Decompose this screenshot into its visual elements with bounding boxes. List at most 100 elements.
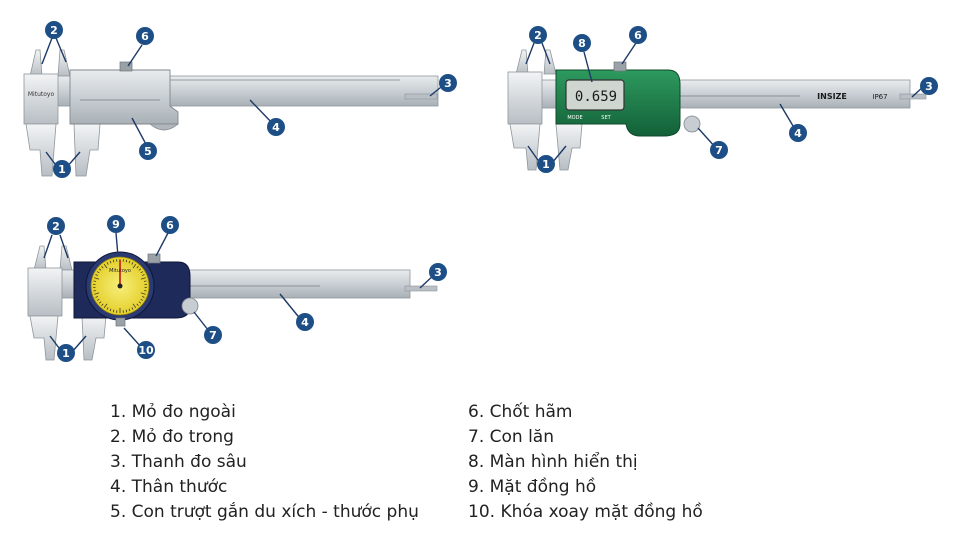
dial-tick	[128, 308, 131, 312]
dial-tick	[95, 274, 98, 276]
dial-tick	[97, 298, 100, 301]
marker-digital-1: 1	[537, 155, 555, 173]
svg-text:6: 6	[634, 29, 642, 42]
dial-lock-screw	[147, 253, 161, 264]
svg-text:1: 1	[58, 163, 66, 176]
marker-dial-3: 3	[429, 263, 447, 281]
digital-caliper: INSIZE IP67 0.659 MODE SET	[507, 49, 927, 171]
mode-label: MODE	[567, 115, 582, 121]
dial-tick	[95, 296, 98, 298]
digital-rating: IP67	[872, 93, 887, 101]
dial-ticks	[93, 259, 147, 313]
dial-tick	[132, 263, 137, 269]
marker-dial-6: 6	[161, 216, 179, 234]
dial-tick	[128, 260, 131, 264]
svg-text:2: 2	[534, 29, 542, 42]
dial-tick	[132, 303, 137, 309]
dial-tick	[97, 271, 100, 274]
digital-outside-jaw-fixed	[509, 123, 541, 171]
dial-tick	[140, 298, 143, 301]
svg-text:3: 3	[925, 80, 933, 93]
marker-dial-7: 7	[204, 326, 222, 344]
svg-text:6: 6	[166, 219, 174, 232]
svg-text:4: 4	[301, 316, 309, 329]
dial-tick	[94, 292, 100, 295]
dial-tick	[125, 259, 128, 263]
legend-item: 4. Thân thước	[110, 477, 228, 497]
svg-text:1: 1	[62, 347, 70, 360]
legend-item: 5. Con trượt gắn du xích - thước phụ	[110, 502, 419, 522]
dial-tick	[101, 266, 104, 269]
marker-digital-3: 3	[920, 77, 938, 95]
svg-text:9: 9	[112, 218, 120, 231]
dial-hub	[117, 283, 123, 289]
inside-jaw-movable	[57, 49, 71, 77]
svg-text:7: 7	[715, 144, 723, 157]
markers: 2 6 3 4 5 1 2 8 6 3 4 7 1 2 9 6 3 4 7 10…	[45, 21, 938, 362]
dial-outside-jaw-movable	[81, 315, 107, 361]
svg-text:3: 3	[444, 77, 452, 90]
marker-digital-2: 2	[529, 26, 547, 44]
marker-vernier-2: 2	[45, 21, 63, 39]
dial-tick	[138, 301, 142, 304]
dial-tick	[109, 308, 112, 312]
dial-tick	[98, 268, 102, 271]
marker-vernier-3: 3	[439, 74, 457, 92]
digital-brand: INSIZE	[817, 92, 847, 101]
dial-tick	[112, 309, 115, 313]
marker-vernier-4: 4	[267, 118, 285, 136]
set-label: SET	[601, 115, 611, 121]
vernier-lock-screw	[119, 61, 133, 72]
marker-digital-7: 7	[710, 141, 728, 159]
dial-inside-jaw-movable	[59, 245, 73, 271]
marker-vernier-5: 5	[139, 142, 157, 160]
svg-text:8: 8	[578, 37, 586, 50]
dial-tick	[103, 263, 108, 269]
dial-tick	[101, 303, 104, 306]
dial-tick	[140, 277, 146, 280]
legend-item: 3. Thanh đo sâu	[110, 452, 247, 472]
marker-digital-6: 6	[629, 26, 647, 44]
dial-thumb-roller	[181, 297, 199, 315]
dial-tick	[103, 303, 108, 309]
marker-vernier-1: 1	[53, 160, 71, 178]
dial-tick	[109, 260, 112, 264]
dial-tick	[106, 262, 109, 265]
digital-thumb-roller	[683, 115, 701, 133]
legend-right: 6. Chốt hãm 7. Con lăn 8. Màn hình hiển …	[468, 400, 703, 525]
dial-caliper: Mitutoyo	[27, 245, 438, 361]
dial-tick	[112, 259, 115, 263]
digital-reading: 0.659	[575, 89, 617, 105]
digital-outside-jaw-movable	[555, 123, 583, 171]
marker-dial-10: 10	[137, 341, 155, 359]
dial-tick	[94, 277, 100, 280]
legend-item: 10. Khóa xoay mặt đồng hồ	[468, 502, 703, 522]
dial-tick	[138, 268, 142, 271]
dial-tick	[136, 266, 139, 269]
marker-dial-2: 2	[47, 217, 65, 235]
marker-dial-1: 1	[57, 344, 75, 362]
inside-jaw-fixed	[29, 49, 43, 77]
dial-tick	[125, 309, 128, 313]
legend-item: 6. Chốt hãm	[468, 402, 573, 422]
dial-tick	[131, 307, 134, 310]
legend-item: 1. Mỏ đo ngoài	[110, 402, 236, 422]
outside-jaw-fixed	[25, 123, 57, 177]
dial-tick	[131, 262, 134, 265]
svg-text:2: 2	[52, 220, 60, 233]
svg-text:1: 1	[542, 158, 550, 171]
svg-text:5: 5	[144, 145, 152, 158]
svg-text:2: 2	[50, 24, 58, 37]
digital-fixed-head	[507, 71, 543, 125]
dial-outside-jaw-fixed	[29, 315, 59, 361]
legend-item: 8. Màn hình hiển thị	[468, 452, 638, 472]
marker-digital-8: 8	[573, 34, 591, 52]
svg-text:7: 7	[209, 329, 217, 342]
outside-jaw-movable	[73, 123, 101, 177]
legend-item: 2. Mỏ đo trong	[110, 427, 234, 447]
marker-dial-4: 4	[296, 313, 314, 331]
dial-fixed-head	[27, 267, 63, 317]
svg-text:6: 6	[141, 30, 149, 43]
vernier-slider	[69, 69, 179, 125]
